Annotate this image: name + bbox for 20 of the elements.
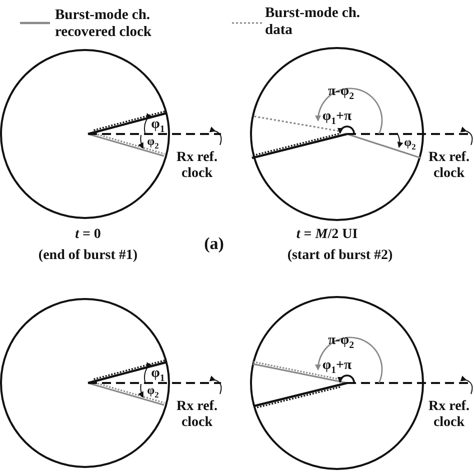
annotation-label: Rx ref. clock bbox=[176, 399, 218, 431]
annotation-label: Rx ref. clock bbox=[176, 150, 218, 182]
annotation-label: φ$_{2}$ bbox=[147, 384, 159, 397]
annotation-label: φ$_{1}$ bbox=[151, 366, 165, 382]
annotation-label: π-φ$_{2}$ bbox=[328, 333, 354, 349]
annotation-label: π-φ$_{2}$ bbox=[328, 84, 354, 100]
annotation-label: t = 0 bbox=[75, 227, 101, 243]
annotation-label: φ$_{1}$+π bbox=[322, 109, 352, 125]
annotation-label: (end of burst #1) bbox=[38, 248, 138, 264]
annotation-label: φ$_{2}$ bbox=[404, 136, 416, 149]
annotation-label: φ$_{1}$+π bbox=[322, 358, 352, 374]
legend-text: Burst-mode ch. recovered clock bbox=[55, 7, 152, 41]
annotation-label: φ$_{1}$ bbox=[151, 117, 165, 133]
panel-label: (a) bbox=[204, 236, 224, 252]
annotation-label: Rx ref. clock bbox=[428, 399, 470, 431]
annotation-label: Rx ref. clock bbox=[428, 150, 470, 182]
annotation-label: φ$_{2}$ bbox=[147, 135, 159, 148]
annotation-label: t = M/2 UI bbox=[296, 227, 358, 243]
annotation-label: (start of burst #2) bbox=[287, 248, 393, 264]
legend-text: Burst-mode ch. data bbox=[265, 5, 362, 39]
